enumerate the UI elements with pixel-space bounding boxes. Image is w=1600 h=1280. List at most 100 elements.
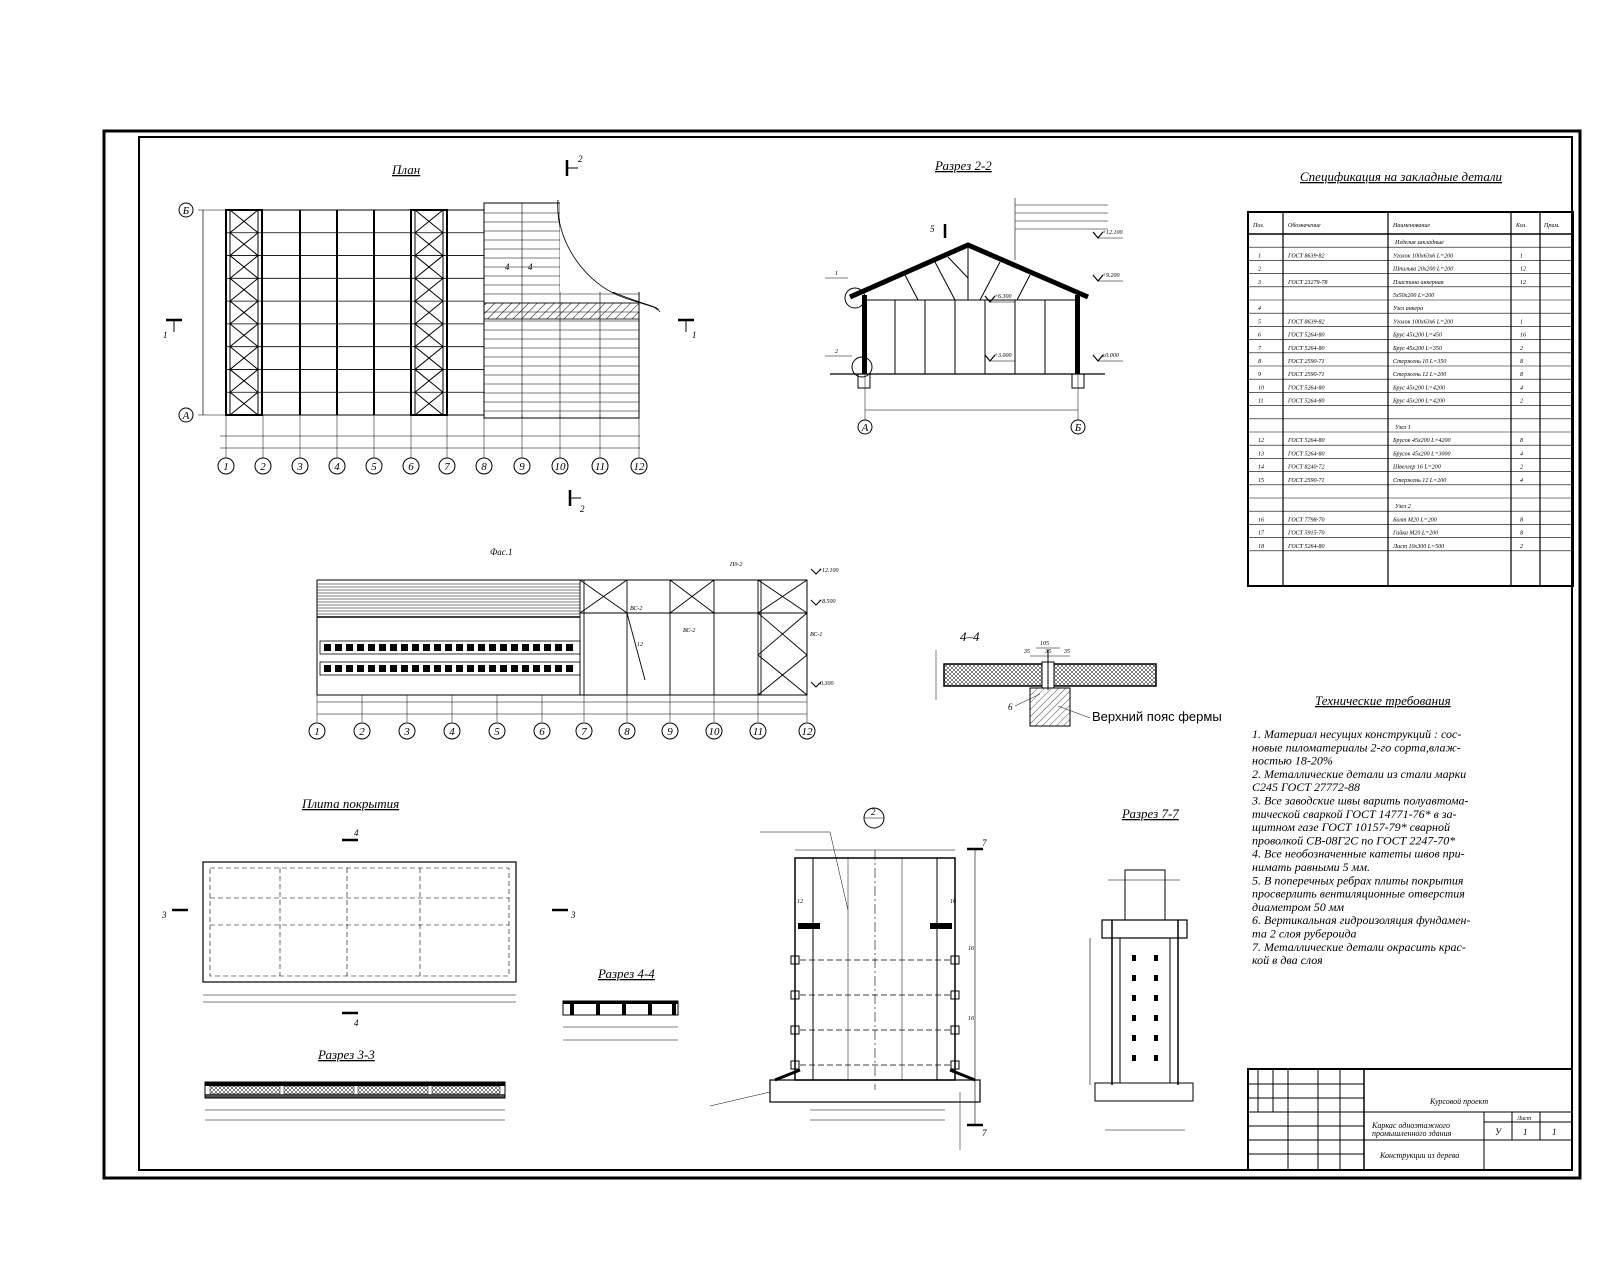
- tech-line-7: щитном газе ГОСТ 10157-79* сварной: [1252, 820, 1450, 834]
- node-pos-3: 16: [968, 946, 974, 952]
- facade-axis-2: 2: [359, 726, 365, 738]
- facade-axis-4: 4: [449, 726, 455, 738]
- spec-code: ГОСТ 5915-70: [1287, 531, 1325, 537]
- s44-dim-2: 35: [1023, 649, 1030, 655]
- spec-pos: 13: [1258, 451, 1264, 457]
- tech-title: Технические требования: [1315, 693, 1451, 708]
- stamp-title-3: Конструкции из дерева: [1379, 1151, 1459, 1160]
- node-pos-4: 16: [968, 1016, 974, 1022]
- spec-pos: 11: [1258, 399, 1264, 405]
- plan-axis-4: 4: [334, 461, 340, 473]
- plan-axis-12: 12: [634, 461, 646, 473]
- tech-line-15: та 2 слоя рубероида: [1252, 927, 1357, 941]
- spec-qty: 8: [1520, 372, 1523, 378]
- spec-pos: 2: [1258, 267, 1261, 273]
- tech-requirements: Технические требования 1. Материал несущ…: [1251, 693, 1470, 967]
- spec-code: ГОСТ 2590-71: [1287, 478, 1325, 484]
- spec-qty: 2: [1520, 346, 1523, 352]
- plan-cut-4b: 4: [528, 262, 533, 272]
- spec-code: ГОСТ 2590-71: [1287, 372, 1325, 378]
- spec-header-3: Кол.: [1515, 223, 1527, 229]
- stamp-title-2: промышленного здания: [1372, 1129, 1452, 1138]
- spec-code: ГОСТ 5264-80: [1287, 450, 1325, 457]
- outer-frame: [102, 129, 1582, 1180]
- spec-qty: 16: [1520, 333, 1526, 339]
- stamp-sheet: 1: [1523, 1127, 1528, 1137]
- section-7-7-title: Разрез 7-7: [1121, 806, 1179, 821]
- title-block: Курсовой проект Каркас одноэтажного пром…: [1247, 1068, 1573, 1171]
- spec-name: Уголок 100x63x6 L=200: [1393, 253, 1453, 259]
- spec-pos: 17: [1258, 531, 1265, 537]
- facade-level-0: +12.100: [818, 568, 839, 574]
- spec-code: ГОСТ 5264-80: [1287, 437, 1325, 444]
- spec-pos: 12: [1258, 438, 1264, 444]
- section-cut-5: 5: [930, 224, 935, 234]
- spec-qty: 8: [1520, 359, 1523, 365]
- section-2-2: Разрез 2-2 1: [825, 158, 1123, 435]
- spec-pos: 5: [1258, 319, 1261, 325]
- spec-code: ГОСТ 5264-80: [1287, 543, 1325, 550]
- plan-cut-1-right: 1: [692, 330, 697, 340]
- spec-pos: 16: [1258, 517, 1264, 523]
- spec-header-1: Обозначение: [1288, 222, 1321, 229]
- section-2-2-title: Разрез 2-2: [934, 158, 992, 173]
- node-pos-1: 12: [797, 899, 803, 905]
- spec-qty: 8: [1520, 438, 1523, 444]
- spec-pos: 3: [1257, 280, 1261, 286]
- stamp-project: Курсовой проект: [1429, 1097, 1488, 1106]
- section-node-2: 2: [835, 349, 838, 355]
- plan-title: План: [391, 162, 420, 177]
- tech-line-16: 7. Металлические детали окрасить крас-: [1252, 940, 1466, 954]
- plan-view: План Б А 1 1 2 2: [163, 154, 697, 514]
- spec-code: ГОСТ 8639-82: [1287, 319, 1325, 325]
- spec-group-2: Узел 1: [1395, 425, 1411, 431]
- plan-axis-9: 9: [519, 461, 525, 473]
- tech-line-13: диаметром 50 мм: [1252, 900, 1344, 914]
- s44-dim-1: 105: [1040, 641, 1049, 647]
- spec-pos: 9: [1258, 372, 1261, 378]
- spec-code: ГОСТ 5264-80: [1287, 345, 1325, 352]
- spec-name: Пластина анкерная: [1392, 280, 1444, 286]
- tech-line-11: 5. В поперечных ребрах плиты покрытия: [1252, 873, 1464, 887]
- spec-qty: 1: [1520, 253, 1523, 259]
- s44-dim-4: 35: [1063, 649, 1070, 655]
- axis-B: Б: [182, 205, 190, 217]
- node-cut-7-top: 7: [982, 838, 987, 848]
- s44-mark-6: 6: [1008, 702, 1013, 712]
- facade-axis-8: 8: [624, 726, 630, 738]
- facade-axis-7: 7: [581, 726, 587, 738]
- spec-qty: 8: [1520, 517, 1523, 523]
- section-level-4: ±0.000: [1102, 353, 1119, 359]
- facade-axis-3: 3: [403, 726, 410, 738]
- spec-code: ГОСТ 7798-70: [1287, 517, 1325, 523]
- plan-cut-4a: 4: [505, 262, 510, 272]
- spec-code: ГОСТ 2590-71: [1287, 359, 1325, 365]
- facade-axis-10: 10: [709, 726, 721, 738]
- spec-pos: 18: [1258, 544, 1264, 550]
- slab-cut-3-right: 3: [570, 910, 576, 920]
- spec-name: Брус 45x200 L=450: [1392, 332, 1442, 339]
- node-pos-2: 16: [950, 899, 956, 905]
- section-node-1: 1: [835, 271, 838, 277]
- section-level-3: +3.000: [994, 353, 1012, 359]
- spec-header-0: Поз.: [1252, 223, 1264, 229]
- plan-axis-7: 7: [444, 461, 450, 473]
- slab-cut-4-top: 4: [354, 828, 359, 838]
- tech-line-12: просверлить вентиляционные отверстия: [1252, 887, 1465, 901]
- stamp-title-1: Каркас одноэтажного: [1371, 1121, 1450, 1130]
- spec-name: Брусок 45x200 L=4200: [1392, 437, 1451, 444]
- facade-mark-2: ВС-2: [630, 606, 642, 612]
- plan-cut-1-left: 1: [163, 330, 168, 340]
- plan-cut-2-top: 2: [578, 154, 583, 164]
- s44-dim-3: 35: [1044, 649, 1051, 655]
- spec-pos: 1: [1258, 253, 1261, 259]
- spec-pos: 8: [1258, 359, 1261, 365]
- spec-qty: 12: [1520, 280, 1526, 286]
- plan-axis-8: 8: [481, 461, 487, 473]
- spec-group-3: Узел 2: [1395, 504, 1411, 510]
- tech-line-1: новые пиломатериалы 2-го сорта,влаж-: [1252, 740, 1461, 754]
- slab-title: Плита покрытия: [301, 796, 399, 811]
- spec-pos: 10: [1258, 385, 1264, 391]
- spec-name: Швеллер 16 L=200: [1392, 465, 1441, 471]
- spec-code: ГОСТ 5264-80: [1287, 384, 1325, 391]
